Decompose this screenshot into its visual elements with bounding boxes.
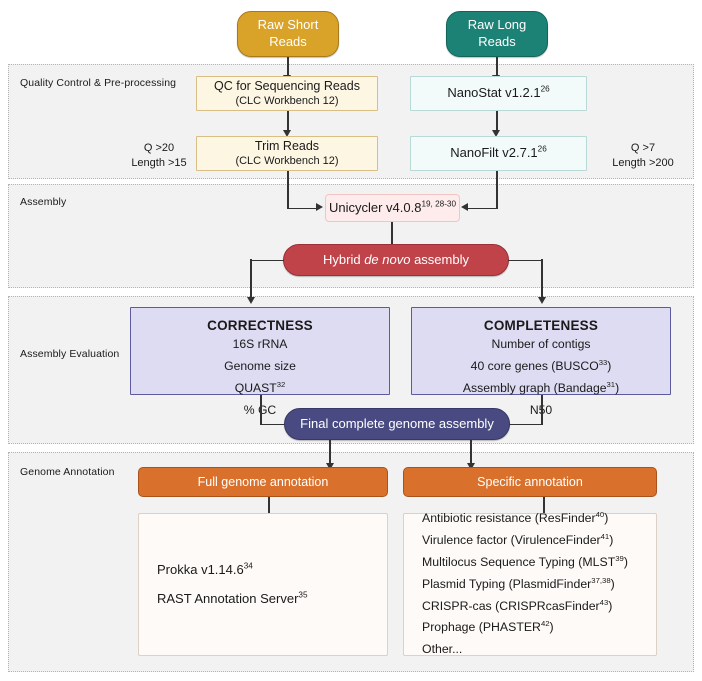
connector-long-reads-to-nanostat <box>496 57 498 77</box>
full-genome-annotation-label: Full genome annotation <box>197 475 329 489</box>
full-annotation-item: RAST Annotation Server35 <box>157 590 308 606</box>
connector-correctness-down <box>260 395 262 425</box>
arrow-to-full-genome-annotation <box>325 463 334 470</box>
node-qc-sequencing-reads[interactable]: QC for Sequencing Reads (CLC Workbench 1… <box>196 76 378 111</box>
connector-final-split-left <box>329 440 331 466</box>
node-full-genome-annotation-header[interactable]: Full genome annotation <box>138 467 388 497</box>
node-nanofilt[interactable]: NanoFilt v2.7.126 <box>410 136 587 171</box>
node-final-complete-genome-assembly[interactable]: Final complete genome assembly <box>284 408 510 440</box>
connector-to-completeness <box>541 259 543 299</box>
completeness-item: Number of contigs <box>491 337 591 352</box>
connector-nanofilt-down <box>496 171 498 209</box>
node-specific-annotation-header[interactable]: Specific annotation <box>403 467 657 497</box>
nanostat-ref: 26 <box>540 84 550 94</box>
connector-trim-right <box>287 207 318 210</box>
node-unicycler[interactable]: Unicycler v4.0.819, 28-30 <box>325 194 460 222</box>
note-long-length: Length >200 <box>612 156 674 169</box>
completeness-item: 40 core genes (BUSCO33) <box>470 358 612 374</box>
connector-trim-down <box>287 171 289 209</box>
correctness-item: % GC <box>243 402 277 417</box>
specific-annotation-item: Plasmid Typing (PlasmidFinder37,38) <box>422 575 615 591</box>
node-hybrid-de-novo-assembly[interactable]: Hybrid de novo assembly <box>283 244 509 276</box>
correctness-item: QUAST32 <box>234 379 286 395</box>
qc-sequencing-reads-subtitle: (CLC Workbench 12) <box>235 95 339 108</box>
full-annotation-item: Prokka v1.14.634 <box>157 561 253 577</box>
connector-short-reads-to-qc <box>287 57 289 77</box>
connector-qc-to-trim <box>287 111 289 132</box>
specific-annotation-item: CRISPR-cas (CRISPRcasFinder43) <box>422 597 613 613</box>
completeness-item: Assembly graph (Bandage31) <box>462 379 620 395</box>
connector-completeness-to-final <box>508 423 542 426</box>
final-assembly-label: Final complete genome assembly <box>300 415 494 431</box>
node-raw-long-reads[interactable]: Raw Long Reads <box>446 11 548 57</box>
note-short-read-thresholds: Q >20 Length >15 <box>128 141 190 171</box>
arrow-nanostat-to-nanofilt <box>492 130 500 137</box>
node-nanostat[interactable]: NanoStat v1.2.126 <box>410 76 587 111</box>
specific-annotation-item: Multilocus Sequence Typing (MLST39) <box>422 553 628 569</box>
correctness-title: CORRECTNESS <box>207 318 313 333</box>
node-trim-reads[interactable]: Trim Reads (CLC Workbench 12) <box>196 136 378 171</box>
note-short-q: Q >20 <box>143 142 175 154</box>
connector-hybrid-split-left <box>250 259 284 262</box>
raw-short-reads-line1: Raw Short <box>257 17 319 33</box>
connector-hybrid-split-right <box>508 259 542 262</box>
arrow-trim-to-unicycler <box>316 203 323 211</box>
hybrid-assembly-label: Hybrid de novo assembly <box>323 251 469 267</box>
arrow-qc-to-trim <box>283 130 291 137</box>
specific-annotation-item: Prophage (PHASTER42) <box>422 619 554 635</box>
unicycler-label: Unicycler v4.0.819, 28-30 <box>328 199 456 215</box>
connector-nanofilt-left <box>466 207 497 210</box>
nanofilt-label: NanoFilt v2.7.126 <box>450 144 547 161</box>
note-long-read-thresholds: Q >7 Length >200 <box>600 141 686 171</box>
arrow-to-correctness <box>246 297 255 304</box>
node-full-genome-annotation-body[interactable]: Prokka v1.14.634 RAST Annotation Server3… <box>138 513 388 656</box>
completeness-item: N50 <box>530 403 552 419</box>
specific-annotation-item: Antibiotic resistance (ResFinder40) <box>422 509 609 525</box>
nanofilt-ref: 26 <box>537 144 547 154</box>
connector-unicycler-to-hybrid <box>391 222 393 245</box>
node-specific-annotation-body[interactable]: Antibiotic resistance (ResFinder40) Viru… <box>403 509 657 657</box>
node-raw-short-reads[interactable]: Raw Short Reads <box>237 11 339 57</box>
section-label-assembly: Assembly <box>20 196 67 208</box>
connector-full-head-to-body <box>268 497 270 514</box>
connector-correctness-to-final <box>260 423 293 426</box>
arrow-to-completeness <box>537 297 546 304</box>
node-correctness[interactable]: CORRECTNESS 16S rRNA Genome size QUAST32… <box>130 307 390 417</box>
arrow-to-specific-annotation <box>466 463 475 470</box>
qc-sequencing-reads-title: QC for Sequencing Reads <box>214 79 360 94</box>
section-label-genome-annotation: Genome Annotation <box>20 466 115 478</box>
correctness-item: 16S rRNA <box>232 337 288 352</box>
specific-annotation-label: Specific annotation <box>477 475 583 489</box>
trim-reads-title: Trim Reads <box>254 139 320 154</box>
note-long-q: Q >7 <box>630 142 656 154</box>
arrow-nanofilt-to-unicycler <box>461 203 468 211</box>
correctness-item: Genome size <box>224 359 296 374</box>
unicycler-ref: 19, 28-30 <box>421 199 456 209</box>
connector-specific-head-to-body <box>543 497 545 514</box>
connector-final-split-right <box>470 440 472 466</box>
raw-long-reads-line1: Raw Long <box>467 17 527 33</box>
raw-short-reads-line2: Reads <box>269 34 307 49</box>
node-completeness[interactable]: COMPLETENESS Number of contigs 40 core g… <box>411 307 671 417</box>
connector-nanostat-to-nanofilt <box>496 111 498 132</box>
section-label-quality-control: Quality Control & Pre-processing <box>20 77 177 89</box>
specific-annotation-item: Other... <box>422 642 463 657</box>
connector-completeness-down <box>541 395 543 425</box>
trim-reads-subtitle: (CLC Workbench 12) <box>235 155 339 168</box>
section-label-assembly-evaluation: Assembly Evaluation <box>20 348 120 360</box>
connector-to-correctness <box>250 259 252 299</box>
completeness-title: COMPLETENESS <box>483 318 599 333</box>
nanostat-label: NanoStat v1.2.126 <box>447 84 550 101</box>
note-short-length: Length >15 <box>131 156 187 169</box>
specific-annotation-item: Virulence factor (VirulenceFinder41) <box>422 531 614 547</box>
raw-long-reads-line2: Reads <box>478 34 516 49</box>
